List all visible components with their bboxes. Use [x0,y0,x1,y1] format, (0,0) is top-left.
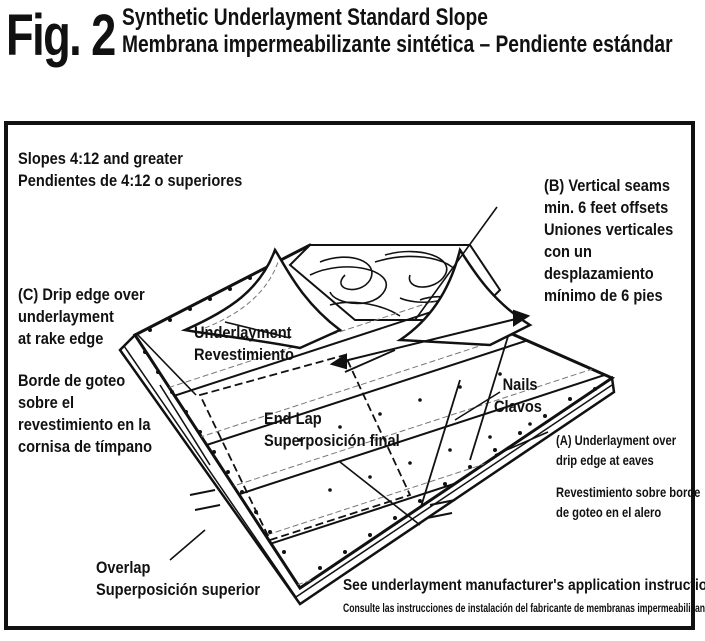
end-lap-label: End Lap Superposición final [264,409,400,450]
figure-title: Synthetic Underlayment Standard Slope Me… [122,4,673,58]
peeled-underlayment [180,247,343,350]
title-spanish: Membrana impermeabilizante sintética – P… [122,31,673,58]
instructions-spanish: Consulte las instrucciones de instalació… [343,601,705,615]
overlap-label: Overlap Superposición superior [96,558,261,599]
figure-label: Fig. 2 [6,3,116,68]
offset-arrow [329,309,531,370]
diagram-frame [4,121,695,630]
instructions-english: See underlayment manufacturer's applicat… [343,577,705,594]
overlap-ticks [189,489,456,519]
drip-edge-rake [123,345,297,598]
drip-edge-eaves-label-es: Revestimiento sobre borde de goteo en el… [556,484,701,520]
drip-edge-eave [295,384,613,598]
drip-edge-eaves-label-en: (A) Underlayment over drip edge at eaves [556,432,677,468]
title-english: Synthetic Underlayment Standard Slope [122,4,488,31]
leader-lines [137,206,549,561]
vertical-seams-label: (B) Vertical seams min. 6 feet offsets U… [544,176,674,305]
nails-label: Nails Clavos [494,375,542,416]
underlayment-label: Underlayment Revestimiento [194,323,294,364]
peeled-underlayment-inner [204,261,279,329]
nail-dots [143,266,597,570]
drip-edge-rake-label-es: Borde de goteo sobre el revestimiento en… [18,371,153,456]
slopes-label: Slopes 4:12 and greater Pendientes de 4:… [18,149,243,190]
end-lap-marker [198,353,412,542]
drip-edge-rake-label-en: (C) Drip edge over underlayment at rake … [18,285,145,348]
